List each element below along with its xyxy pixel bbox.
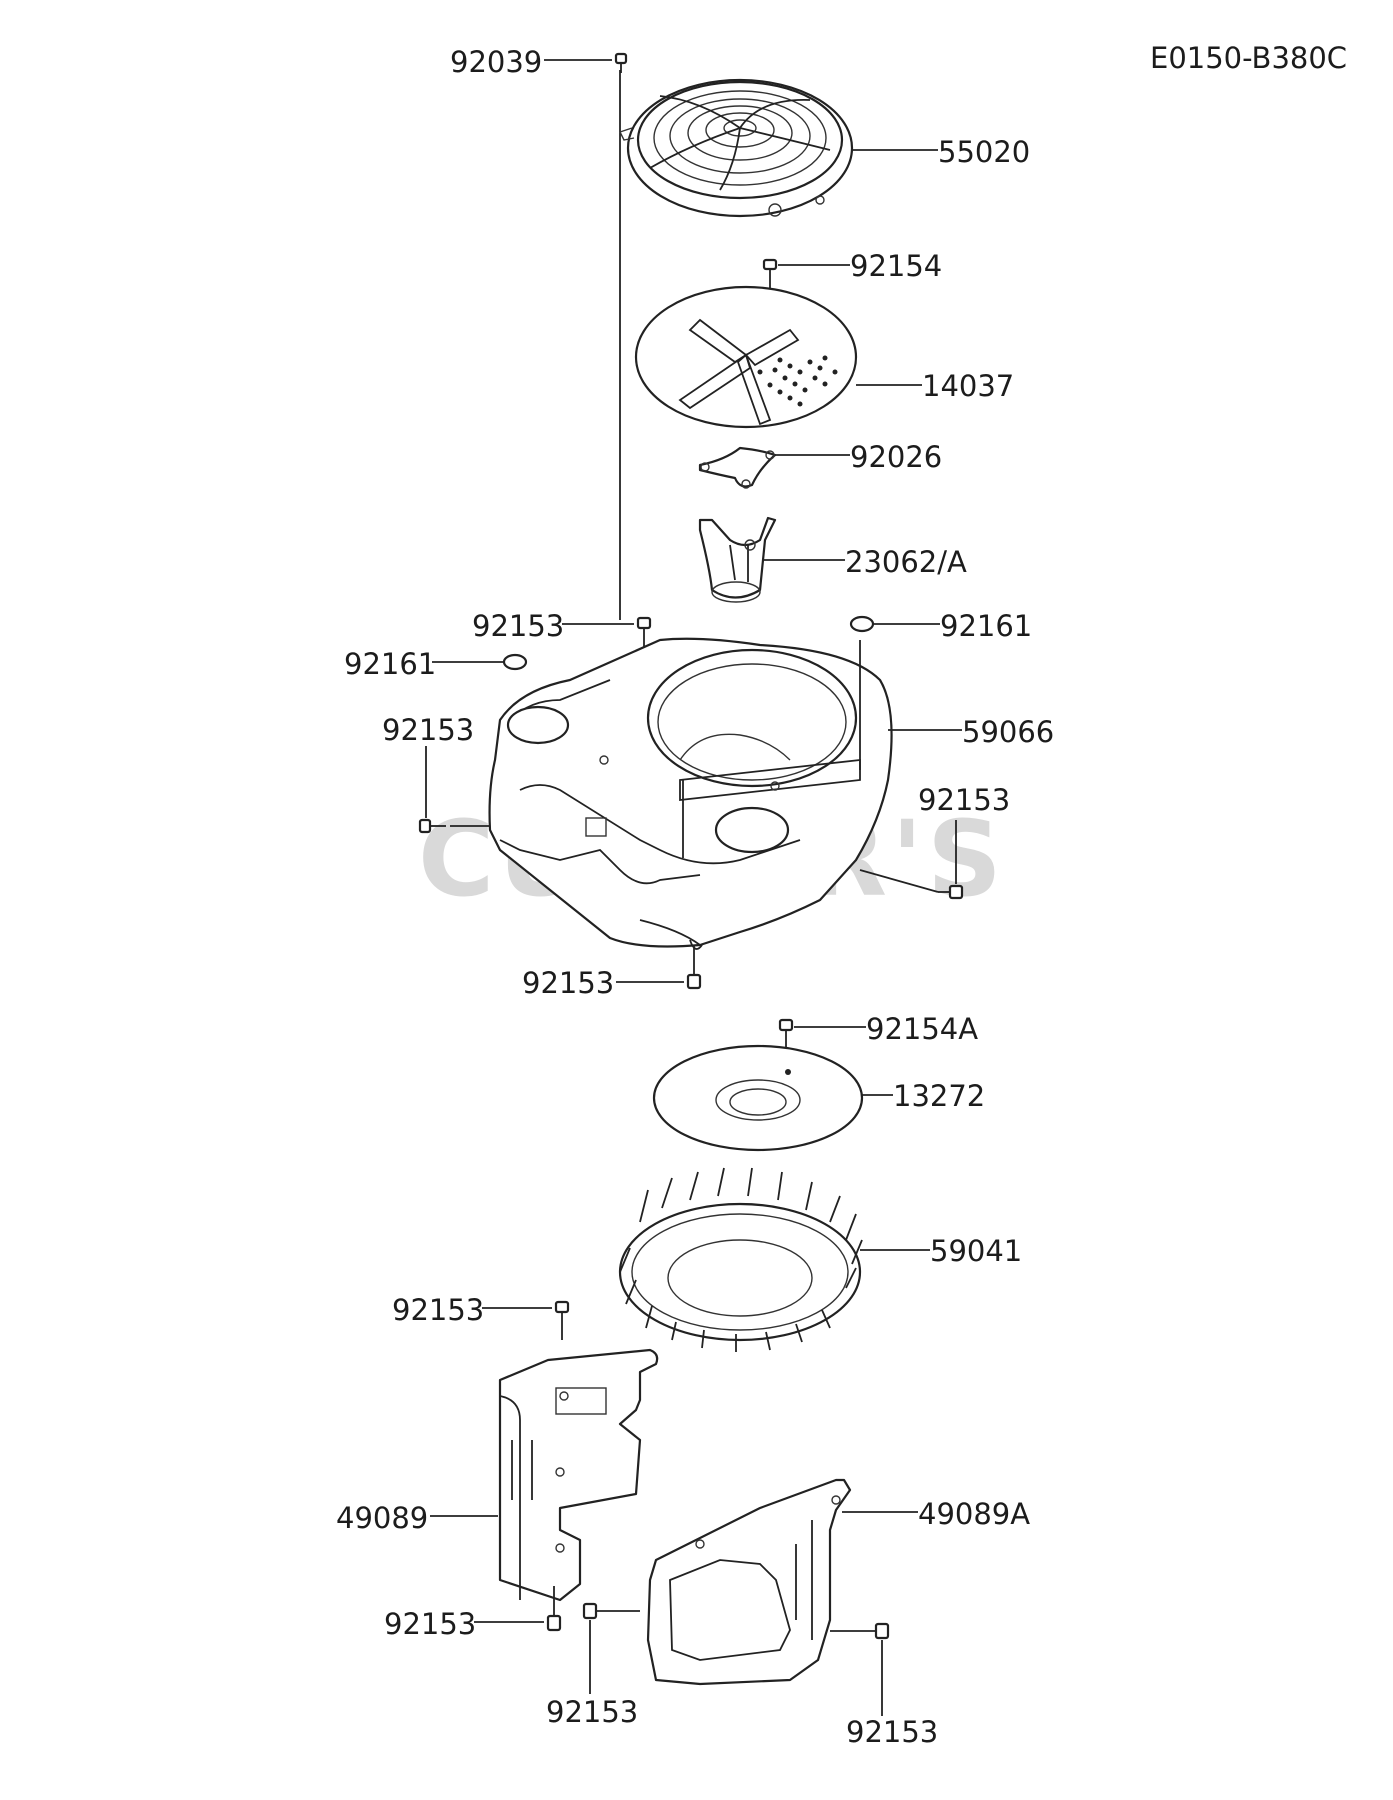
screw-92153-left [418, 818, 446, 834]
plug-92161-left [502, 653, 528, 671]
screen-plate-14037 [634, 285, 858, 429]
fan-grille-55020 [619, 78, 854, 218]
label-92153-lowright[interactable]: 92153 [846, 1715, 938, 1749]
label-13272[interactable]: 13272 [893, 1079, 985, 1113]
label-92154A[interactable]: 92154A [866, 1012, 978, 1046]
label-92153-top[interactable]: 92153 [472, 609, 564, 643]
label-59041[interactable]: 59041 [930, 1234, 1022, 1268]
bracket-23062A [698, 516, 777, 603]
label-92153-plate[interactable]: 92153 [392, 1293, 484, 1327]
screw-92039 [614, 52, 628, 73]
label-92153-lowmid[interactable]: 92153 [546, 1695, 638, 1729]
label-92153-bottom[interactable]: 92153 [522, 966, 614, 1000]
label-55020[interactable]: 55020 [938, 135, 1030, 169]
shroud-49089A [646, 1478, 852, 1686]
label-59066[interactable]: 59066 [962, 715, 1054, 749]
label-92026[interactable]: 92026 [850, 440, 942, 474]
label-92161-left[interactable]: 92161 [344, 647, 436, 681]
screw-92153-bottom [686, 945, 702, 990]
screw-92153-lowright [830, 1622, 890, 1640]
shroud-49089 [498, 1348, 659, 1602]
label-92154[interactable]: 92154 [850, 249, 942, 283]
label-49089A[interactable]: 49089A [918, 1497, 1030, 1531]
plate-13272 [652, 1044, 864, 1152]
label-92153-right[interactable]: 92153 [918, 783, 1010, 817]
label-14037[interactable]: 14037 [922, 369, 1014, 403]
label-92039[interactable]: 92039 [450, 45, 542, 79]
spacer-92026 [698, 446, 777, 489]
label-92161-right[interactable]: 92161 [940, 609, 1032, 643]
diagram-code: E0150-B380C [1150, 41, 1347, 75]
screw-92153-lowmid [582, 1602, 640, 1620]
label-23062A[interactable]: 23062/A [845, 545, 967, 579]
screw-92153-lowleft [546, 1586, 562, 1632]
plug-92161-right [849, 615, 875, 633]
blower-housing-59066 [488, 637, 893, 950]
cooling-fan-59041 [618, 1167, 863, 1352]
label-92153-lowleft[interactable]: 92153 [384, 1607, 476, 1641]
label-49089[interactable]: 49089 [336, 1501, 428, 1535]
screw-92153-plate [554, 1300, 570, 1340]
screw-92153-right [938, 884, 964, 900]
label-92153-left[interactable]: 92153 [382, 713, 474, 747]
screw-92154 [762, 258, 778, 290]
